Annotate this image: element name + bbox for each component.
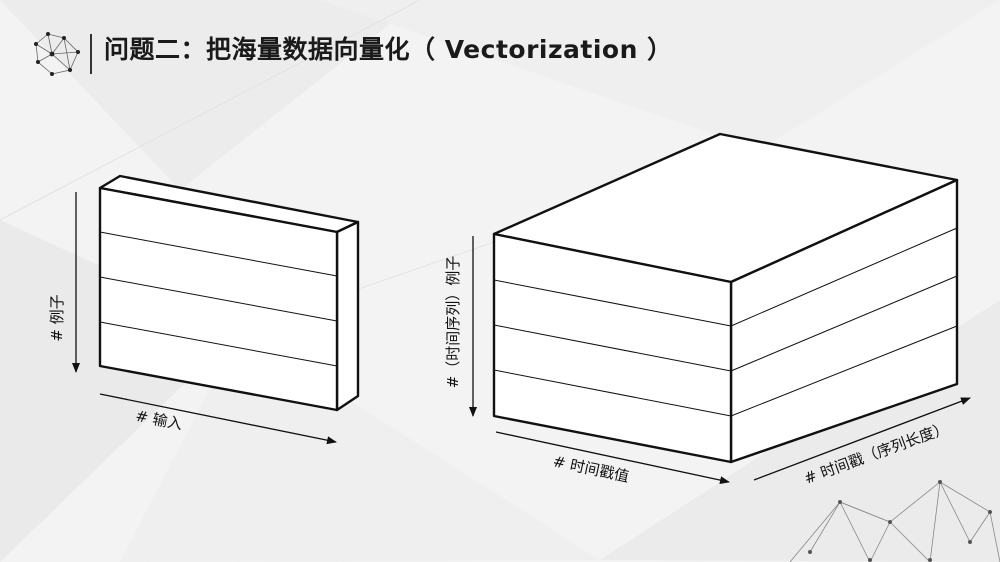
- box-layer-lines: [493, 227, 958, 417]
- slab-side-face: [335, 220, 360, 412]
- series-examples-axis-label: #（时间序列）例子: [444, 256, 462, 389]
- input-axis-label: # 输入: [134, 407, 184, 434]
- timestamp-value-axis-label: # 时间戳值: [551, 452, 630, 486]
- examples-axis-label: # 例子: [48, 294, 66, 341]
- timestamp-value-axis-arrow: [495, 431, 730, 485]
- timestamp-length-axis-arrow: [753, 397, 971, 481]
- network-decoration-icon: [789, 480, 1000, 562]
- title-divider: [90, 34, 92, 74]
- input-slab: [98, 174, 360, 412]
- tensor-box: [492, 132, 959, 464]
- network-logo-icon: [34, 32, 80, 76]
- input-axis-arrow: [99, 393, 337, 445]
- page-title: 问题二：把海量数据向量化（ Vectorization ）: [104, 35, 673, 64]
- slab-row-lines: [99, 231, 338, 367]
